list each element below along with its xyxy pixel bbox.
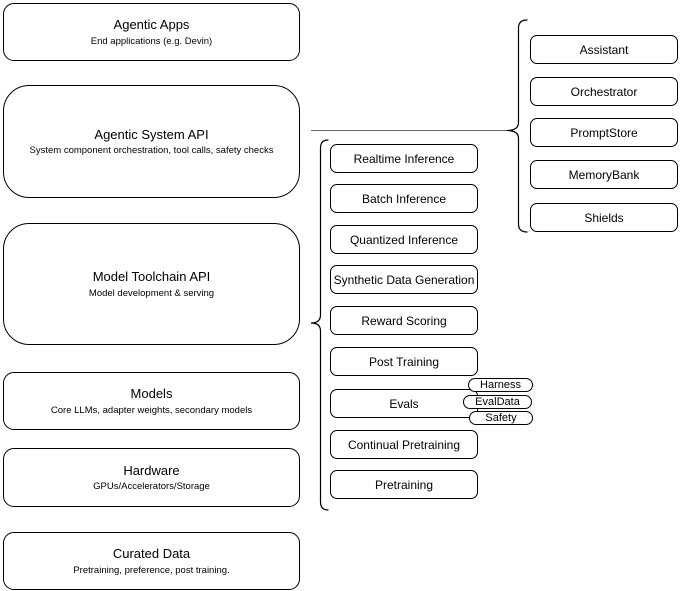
service-realtime-inference: Realtime Inference <box>330 144 478 173</box>
node-title: Curated Data <box>112 546 191 561</box>
node-subtitle: System component orchestration, tool cal… <box>29 145 274 157</box>
service-pretraining: Pretraining <box>330 470 478 499</box>
node-title: Agentic Apps <box>113 17 190 32</box>
node-title: Models <box>130 386 173 401</box>
eval-tag-evaldata: EvalData <box>463 395 532 409</box>
eval-tag-safety: Safety <box>469 411 533 425</box>
node-subtitle: Model development & serving <box>88 287 215 299</box>
component-orchestrator: Orchestrator <box>530 77 678 106</box>
component-assistant: Assistant <box>530 35 678 64</box>
node-subtitle: Pretraining, preference, post training. <box>73 564 230 576</box>
node-subtitle: GPUs/Accelerators/Storage <box>93 481 210 493</box>
node-subtitle: Core LLMs, adapter weights, secondary mo… <box>50 404 253 416</box>
component-shields: Shields <box>530 203 678 232</box>
service-post-training: Post Training <box>330 347 478 376</box>
node-title: Hardware <box>123 462 180 478</box>
node-subtitle: End applications (e.g. Devin) <box>90 35 213 47</box>
service-evals: Evals <box>330 389 478 418</box>
node-title: Agentic System API <box>94 126 209 142</box>
service-reward-scoring: Reward Scoring <box>330 306 478 335</box>
node-hardware: Hardware GPUs/Accelerators/Storage <box>3 448 300 507</box>
node-agentic-system-api: Agentic System API System component orch… <box>3 85 300 198</box>
node-models: Models Core LLMs, adapter weights, secon… <box>3 372 300 430</box>
system-components-bracket <box>506 19 528 233</box>
node-title: Model Toolchain API <box>92 269 211 284</box>
eval-tag-harness: Harness <box>468 378 533 392</box>
component-memorybank: MemoryBank <box>530 160 678 189</box>
service-continual-pretraining: Continual Pretraining <box>330 430 478 459</box>
node-curated-data: Curated Data Pretraining, preference, po… <box>3 532 300 590</box>
toolchain-bracket <box>310 139 329 511</box>
node-model-toolchain-api: Model Toolchain API Model development & … <box>3 223 300 345</box>
service-quantized-inference: Quantized Inference <box>330 225 478 254</box>
component-promptstore: PromptStore <box>530 118 678 147</box>
service-synthetic-data-generation: Synthetic Data Generation <box>330 265 478 294</box>
service-batch-inference: Batch Inference <box>330 184 478 213</box>
node-agentic-apps: Agentic Apps End applications (e.g. Devi… <box>3 3 300 61</box>
